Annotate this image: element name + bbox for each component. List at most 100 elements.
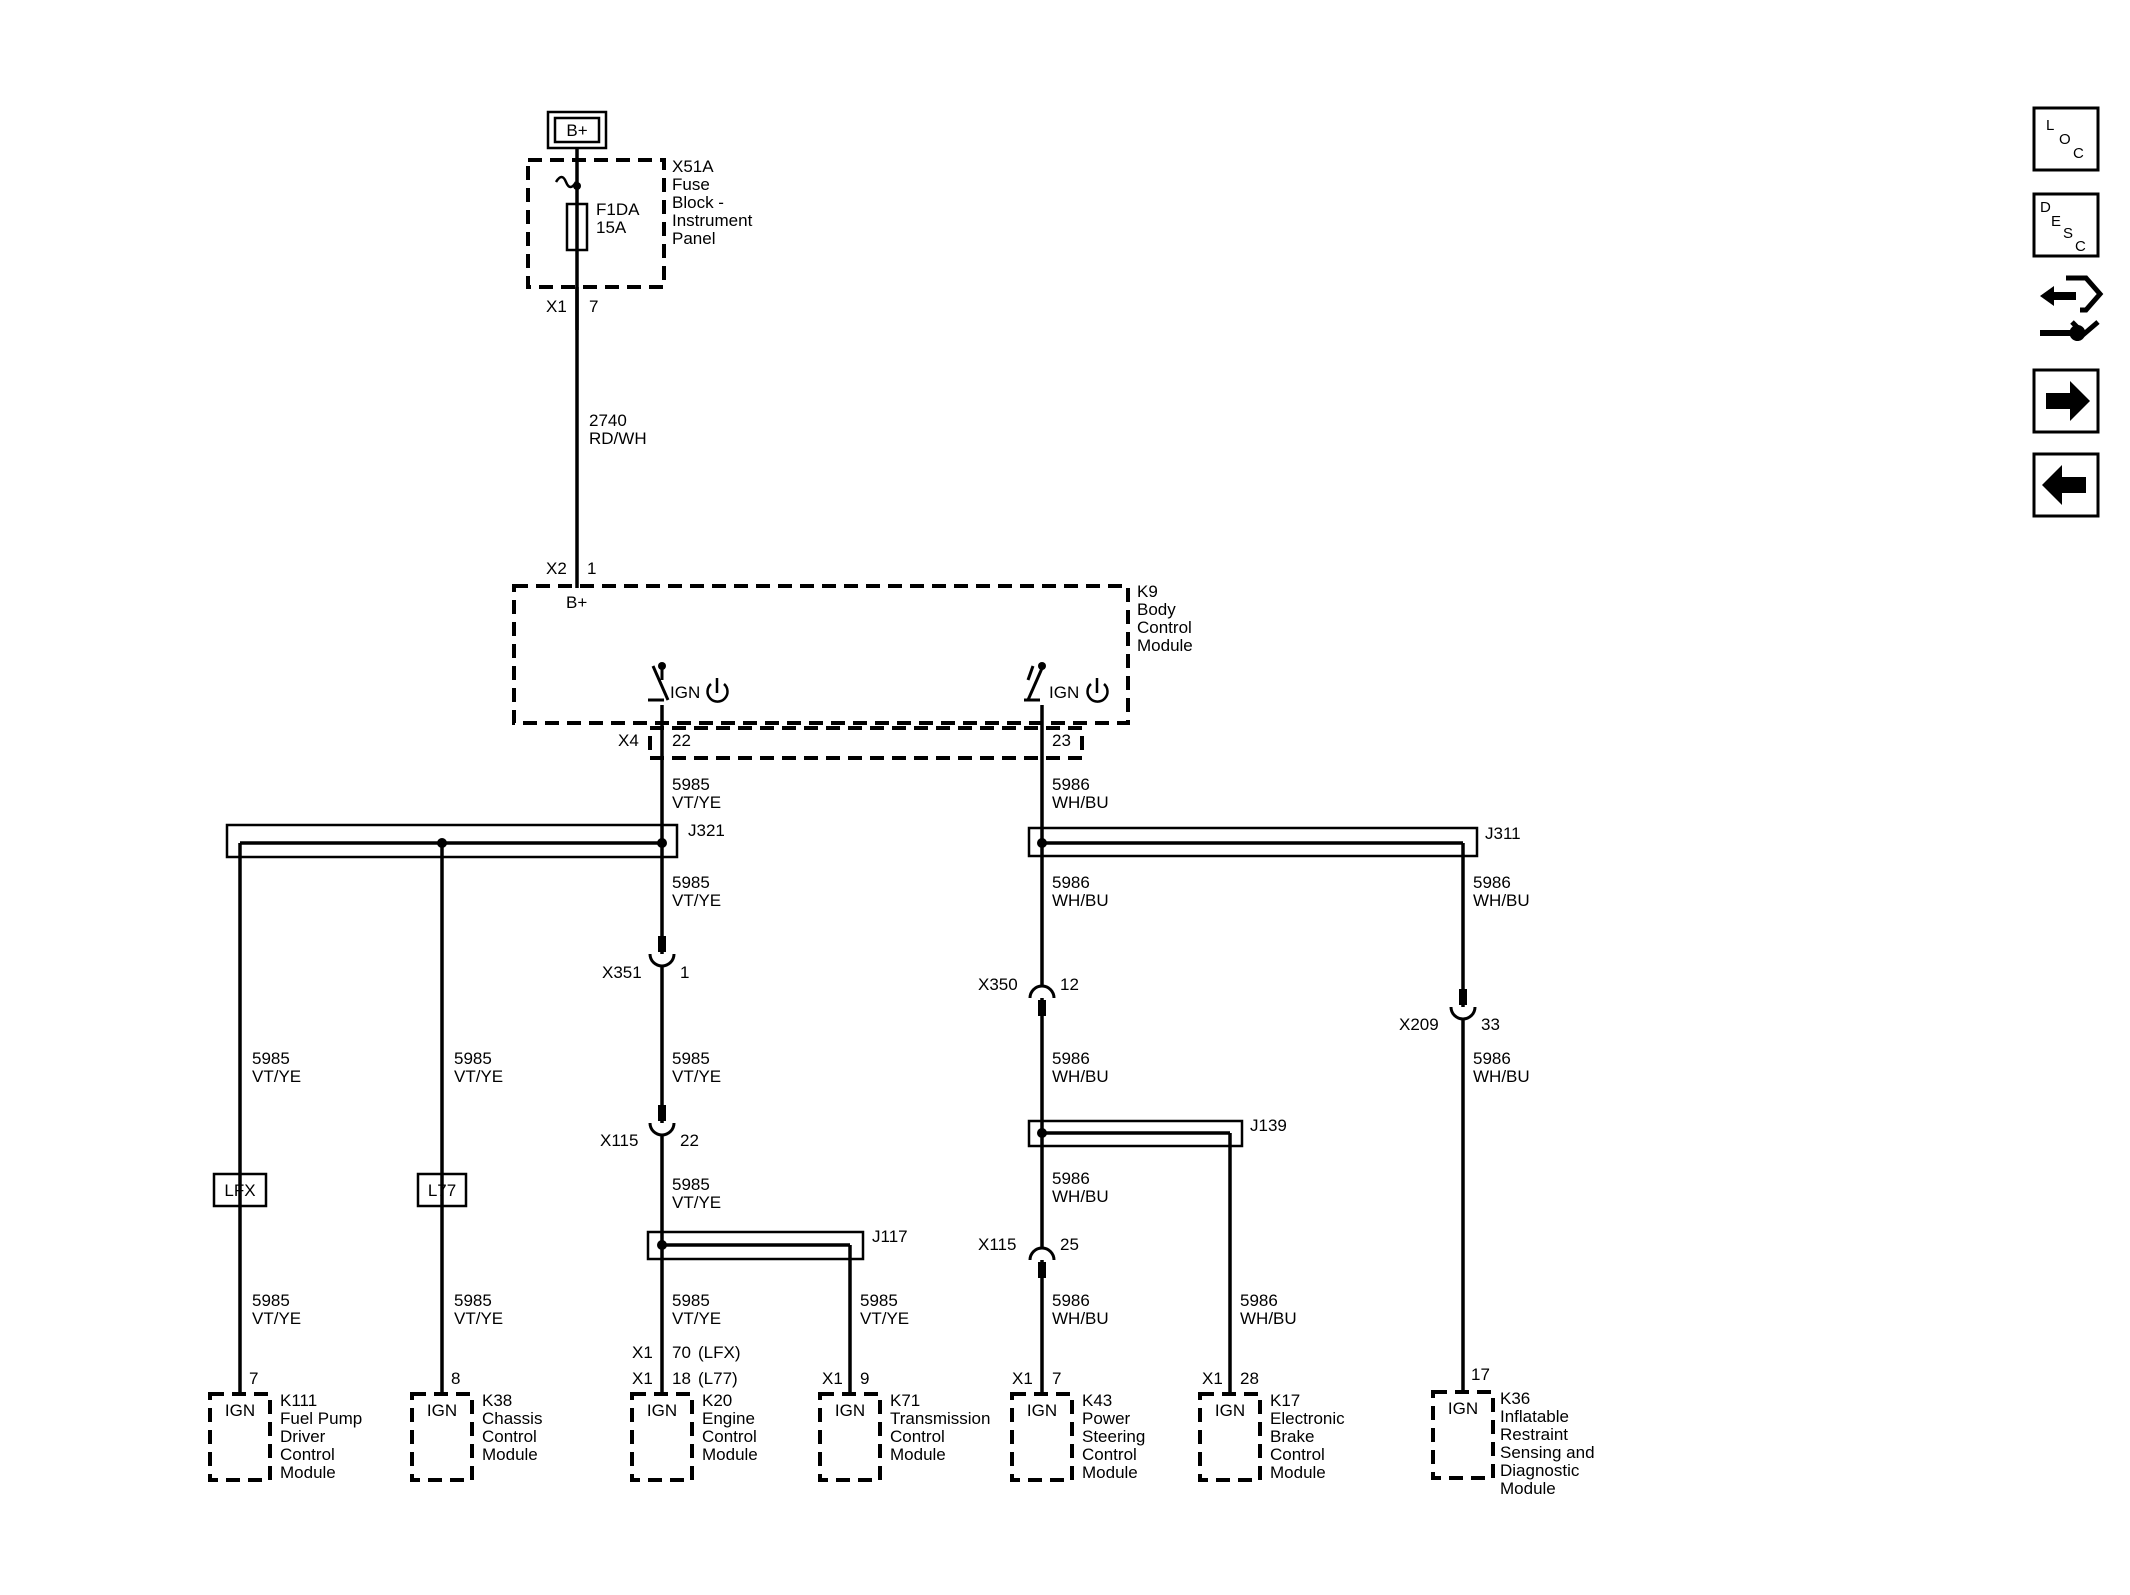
k17-desc-1: Electronic	[1270, 1409, 1345, 1428]
fuse-block-id: X51A	[672, 157, 714, 176]
wire-label-color: VT/YE	[672, 1067, 721, 1086]
x115b-name: X115	[978, 1235, 1016, 1254]
loc-letter-l: L	[2046, 117, 2054, 134]
k38-pin: 8	[451, 1369, 460, 1388]
x115a-name: X115	[600, 1131, 638, 1150]
x350-pin: 12	[1060, 975, 1079, 994]
busbar-node	[573, 182, 581, 190]
fuse-rating: 15A	[596, 218, 627, 237]
k20-desc-3: Module	[702, 1445, 758, 1464]
module-k36	[1431, 1390, 1495, 1480]
battery-source-inner	[553, 116, 601, 144]
fuse-block-desc-3: Instrument	[672, 211, 753, 230]
wire-label-color: VT/YE	[454, 1309, 503, 1328]
module-k43	[1010, 1392, 1074, 1482]
splice-j117-label: J117	[872, 1227, 908, 1246]
k43-desc-3: Control	[1082, 1445, 1137, 1464]
k17-desc-2: Brake	[1270, 1427, 1314, 1446]
x350-name: X350	[978, 975, 1018, 994]
fuse-block-desc-4: Panel	[672, 229, 715, 248]
splice-j139-label: J139	[1250, 1116, 1287, 1135]
arrow-right-icon	[2046, 381, 2090, 421]
bcm-desc-2: Control	[1137, 618, 1192, 637]
k43-pin: 7	[1052, 1369, 1061, 1388]
k36-desc-4: Diagnostic	[1500, 1461, 1580, 1480]
fuse-block-pin: 7	[589, 297, 598, 316]
module-ign: IGN	[1215, 1401, 1245, 1420]
k71-pin: 9	[860, 1369, 869, 1388]
k17-pin: 28	[1240, 1369, 1259, 1388]
k43-desc-4: Module	[1082, 1463, 1138, 1482]
power-icon	[1086, 678, 1109, 703]
bcm-outline	[512, 584, 1130, 725]
x351-pin: 1	[680, 963, 689, 982]
location-button[interactable]: L O C	[2032, 106, 2100, 172]
k36-desc-3: Sensing and	[1500, 1443, 1595, 1462]
description-button[interactable]: D E S C	[2032, 192, 2100, 258]
k20-conn-2: X1	[632, 1369, 653, 1388]
k71-desc-3: Module	[890, 1445, 946, 1464]
k71-desc-1: Transmission	[890, 1409, 990, 1428]
wire-label-circuit: 5985	[252, 1049, 290, 1068]
wire-label-color: VT/YE	[672, 793, 721, 812]
connector-tool-icon[interactable]	[2040, 275, 2104, 341]
k111-desc-3: Control	[280, 1445, 335, 1464]
module-ign: IGN	[835, 1401, 865, 1420]
wire-label-circuit: 5986	[1052, 1291, 1090, 1310]
splice-j321-label: J321	[688, 821, 725, 840]
inline-connector-x115-a	[648, 1105, 676, 1137]
fuse-block-desc-2: Block -	[672, 193, 724, 212]
k43-id: K43	[1082, 1391, 1112, 1410]
power-icon	[706, 678, 729, 703]
inline-connector-x350	[1028, 984, 1056, 1016]
module-k17	[1198, 1392, 1262, 1482]
k38-desc-1: Chassis	[482, 1409, 542, 1428]
wire-label-circuit: 5985	[672, 873, 710, 892]
desc-letter-c: C	[2075, 238, 2086, 255]
k111-desc-4: Module	[280, 1463, 336, 1482]
k17-desc-3: Control	[1270, 1445, 1325, 1464]
wire-label-color: WH/BU	[1052, 1309, 1109, 1328]
bcm-input-label: B+	[566, 593, 587, 612]
module-ign: IGN	[225, 1401, 255, 1420]
k111-pin: 7	[249, 1369, 258, 1388]
module-ign: IGN	[1027, 1401, 1057, 1420]
option-lfx-box	[212, 1172, 268, 1208]
ign-switch-b	[1026, 665, 1045, 701]
module-k38	[410, 1392, 474, 1482]
fuse-block-desc-1: Fuse	[672, 175, 710, 194]
wire-label-circuit: 5985	[860, 1291, 898, 1310]
wire-label-color: WH/BU	[1052, 793, 1109, 812]
k20-pin-lfx-note: (LFX)	[698, 1343, 741, 1362]
wire-label-circuit: 5986	[1052, 873, 1090, 892]
inline-connector-x209	[1449, 989, 1477, 1021]
wire-label-circuit: 5985	[252, 1291, 290, 1310]
wire-label-circuit: 5986	[1240, 1291, 1278, 1310]
splice-j117	[646, 1230, 865, 1261]
wire-label-circuit: 5986	[1473, 1049, 1511, 1068]
k17-conn: X1	[1202, 1369, 1223, 1388]
k20-pin-l77-note: (L77)	[698, 1369, 738, 1388]
desc-letter-s: S	[2063, 225, 2073, 242]
wire-label-circuit: 5985	[672, 1291, 710, 1310]
x4-pin-22: 22	[672, 731, 691, 750]
next-page-button[interactable]	[2032, 368, 2100, 434]
k71-id: K71	[890, 1391, 920, 1410]
desc-letter-e: E	[2051, 213, 2061, 230]
k20-id: K20	[702, 1391, 732, 1410]
bcm-input-pin: 1	[587, 559, 596, 578]
switch-b-label: IGN	[1049, 683, 1079, 702]
wire-label-color: WH/BU	[1052, 1187, 1109, 1206]
previous-page-button[interactable]	[2032, 452, 2100, 518]
k20-desc-2: Control	[702, 1427, 757, 1446]
module-ign: IGN	[1448, 1399, 1478, 1418]
wire-label-circuit: 5985	[672, 1049, 710, 1068]
wire-label-color: WH/BU	[1052, 1067, 1109, 1086]
battery-label: B+	[566, 121, 587, 140]
k38-desc-2: Control	[482, 1427, 537, 1446]
wire-label-color: WH/BU	[1052, 891, 1109, 910]
k38-desc-3: Module	[482, 1445, 538, 1464]
wire-label-color: VT/YE	[672, 1309, 721, 1328]
wire-label-circuit: 5986	[1052, 775, 1090, 794]
